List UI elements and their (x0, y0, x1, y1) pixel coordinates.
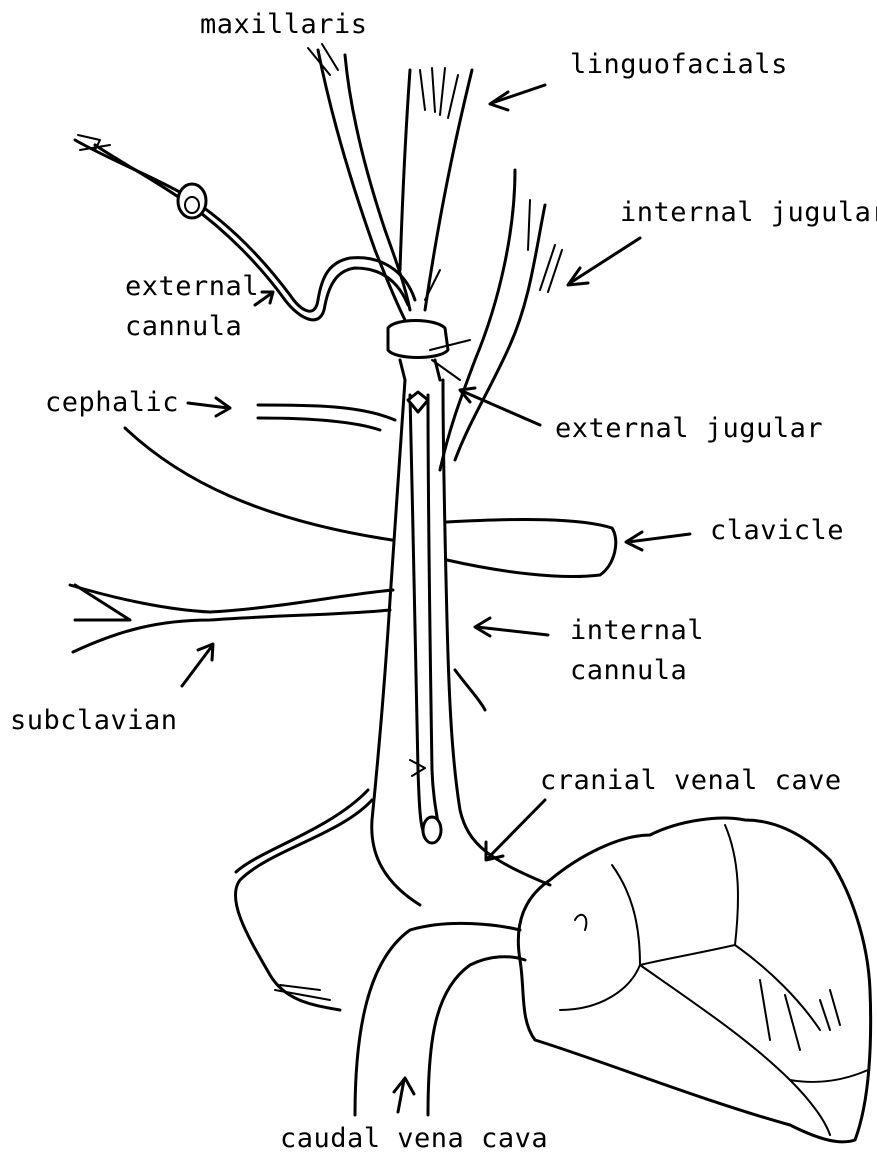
arrow-cephalic (188, 398, 230, 416)
external-cannula-label-line1: external (125, 268, 259, 306)
arrow-clavicle (626, 532, 690, 550)
subclavian-label: subclavian (10, 702, 178, 740)
internal-cannula (388, 270, 470, 843)
arrow-subclavian (182, 644, 213, 686)
internal-cannula-label-line2: cannula (570, 652, 687, 690)
internal-cannula-label-line1: internal (570, 612, 704, 650)
clavicle-label: clavicle (710, 512, 844, 550)
cephalic-label: cephalic (45, 384, 179, 422)
arrow-cranial-vena-cava (486, 800, 545, 860)
maxillaris-label: maxillaris (200, 6, 368, 44)
internal-jugular-label: internal jugular (620, 194, 877, 232)
caudal-vena-cava-vessel (355, 923, 525, 1115)
cephalic-vein (125, 405, 395, 540)
lower-left-vein (235, 790, 372, 1010)
external-jugular-label: external jugular (555, 410, 823, 448)
linguofacials-label: linguofacials (570, 46, 788, 84)
cranial-vena-cava-label: cranial venal cave (540, 762, 842, 800)
arrow-caudal-vena-cava (394, 1078, 414, 1112)
linguofacials-vein (400, 68, 472, 310)
heart (518, 818, 870, 1142)
caudal-vena-cava-label: caudal vena cava (280, 1120, 548, 1158)
arrow-internal-cannula (475, 618, 548, 636)
clavicle-bone (447, 520, 616, 577)
arrow-internal-jugular (568, 238, 640, 285)
subclavian-vein (70, 585, 485, 710)
external-cannula-label-line2: cannula (125, 308, 242, 346)
arrow-linguofacials (490, 85, 545, 110)
external-jugular-trunk (372, 380, 550, 905)
internal-jugular-vein (440, 170, 562, 470)
